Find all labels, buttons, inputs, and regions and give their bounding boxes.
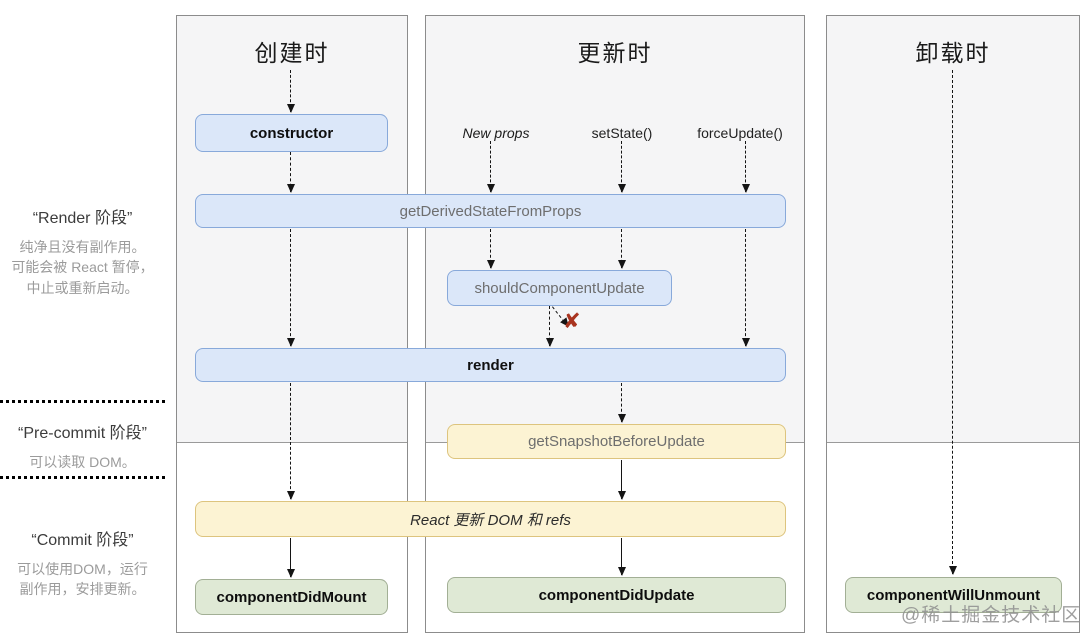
phase-render-desc: 纯净且没有副作用。 可能会被 React 暂停， 中止或重新启动。 [11,239,154,296]
arrowhead [618,260,627,269]
flow-arrow [742,141,751,193]
panel-updating: 更新时 [425,15,805,633]
phase-pre-commit-desc: 可以读取 DOM。 [29,454,136,470]
box-component-did-update: componentDidUpdate [447,577,786,613]
flow-arrow [287,383,296,500]
box-get-snapshot-before-update: getSnapshotBeforeUpdate [447,424,786,459]
flow-arrow [546,306,555,347]
panel-unmounting-render-zone [827,16,1079,443]
reject-x-icon: ✘ [563,310,581,333]
arrowhead [618,567,627,576]
phase-render-title: “Render 阶段” [32,210,133,227]
arrowhead [287,104,296,113]
trigger-set-state: setState() [591,125,653,141]
flow-arrow [742,229,751,347]
phase-separator [0,476,165,479]
arrowhead [487,184,496,193]
box-constructor: constructor [195,114,388,152]
arrowhead [618,491,627,500]
phase-pre-commit: “Pre-commit 阶段” 可以读取 DOM。 [0,419,165,472]
panel-unmounting-title: 卸载时 [915,40,991,66]
arrowhead [287,338,296,347]
panel-unmounting: 卸载时 [826,15,1080,633]
phase-commit-desc: 可以使用DOM，运行 副作用，安排更新。 [17,561,148,598]
box-component-will-unmount: componentWillUnmount [845,577,1062,613]
arrowhead [618,184,627,193]
arrowhead [949,566,958,575]
box-react-updates-dom: React 更新 DOM 和 refs [195,501,786,537]
flow-arrow [618,460,627,500]
arrowhead [742,338,751,347]
arrowhead [742,184,751,193]
watermark: @稀土掘金技术社区 [901,605,1082,626]
flow-arrow [287,229,296,347]
box-component-did-mount: componentDidMount [195,579,388,615]
flow-arrow [618,383,627,423]
trigger-force-update: forceUpdate() [697,125,783,141]
flow-arrow [949,70,958,575]
arrowhead [287,184,296,193]
phase-render: “Render 阶段” 纯净且没有副作用。 可能会被 React 暂停， 中止或… [0,204,165,298]
phase-commit: “Commit 阶段” 可以使用DOM，运行 副作用，安排更新。 [0,526,165,600]
trigger-new-props: New props [462,125,530,141]
flow-arrow [618,229,627,269]
arrowhead [287,491,296,500]
panel-updating-title: 更新时 [577,40,653,66]
flow-arrow [618,141,627,193]
box-get-derived-state-from-props: getDerivedStateFromProps [195,194,786,228]
phase-separator [0,400,165,403]
arrowhead [487,260,496,269]
arrowhead [618,414,627,423]
flow-arrow [287,538,296,578]
box-render: render [195,348,786,382]
arrowhead [546,338,555,347]
panel-mounting-title: 创建时 [254,40,330,66]
flow-arrow [618,538,627,576]
box-should-component-update: shouldComponentUpdate [447,270,672,306]
flow-arrow [487,141,496,193]
flow-arrow [287,152,296,193]
flow-arrow [287,70,296,113]
phase-pre-commit-title: “Pre-commit 阶段” [18,425,147,442]
arrowhead [287,569,296,578]
phase-commit-title: “Commit 阶段” [31,532,134,549]
flow-arrow [487,229,496,269]
